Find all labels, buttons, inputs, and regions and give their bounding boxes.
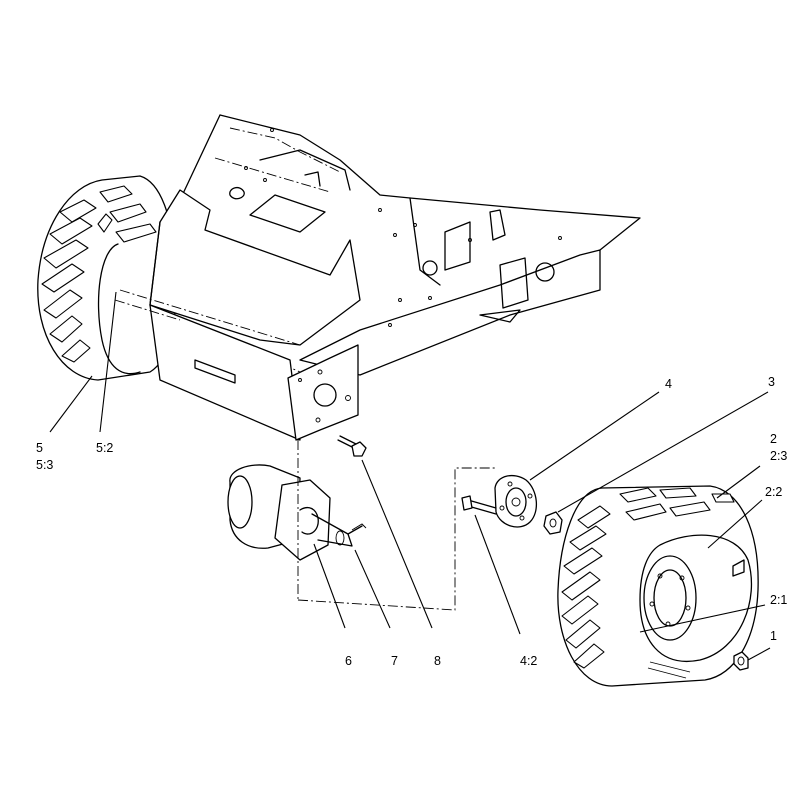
leader-lines: [49, 291, 771, 661]
callout-5-2: 5:2: [96, 441, 113, 455]
callout-5: 5: [36, 441, 43, 455]
right-tire-tread: [561, 487, 735, 669]
right-tire: [557, 485, 759, 687]
callout-1: 1: [770, 629, 777, 643]
lug-nut: [543, 511, 563, 535]
motor-assembly: [227, 464, 367, 561]
callout-6: 6: [345, 654, 352, 668]
callout-4: 4: [665, 377, 672, 391]
callout-7: 7: [391, 654, 398, 668]
centerlines: [114, 299, 495, 611]
main-frame: [119, 114, 641, 441]
frame-holes: [244, 128, 562, 382]
wheel-hub: [461, 474, 537, 528]
left-tire-tread: [41, 185, 157, 363]
callout-2: 2: [770, 432, 777, 446]
callout-3: 3: [768, 375, 775, 389]
wheel-nut: [733, 651, 749, 671]
left-tire: [37, 175, 177, 381]
callout-8: 8: [434, 654, 441, 668]
callout-4-2: 4:2: [520, 654, 537, 668]
callout-2-3: 2:3: [770, 449, 787, 463]
callout-5-3: 5:3: [36, 458, 53, 472]
callout-2-1: 2:1: [770, 593, 787, 607]
callout-labels: 5 5:3 5:2 6 7 8 4:2 4 3 2 2:3 2:2 2:1 1: [36, 375, 787, 668]
flange-bolt: [337, 435, 367, 457]
callout-2-2: 2:2: [765, 485, 782, 499]
